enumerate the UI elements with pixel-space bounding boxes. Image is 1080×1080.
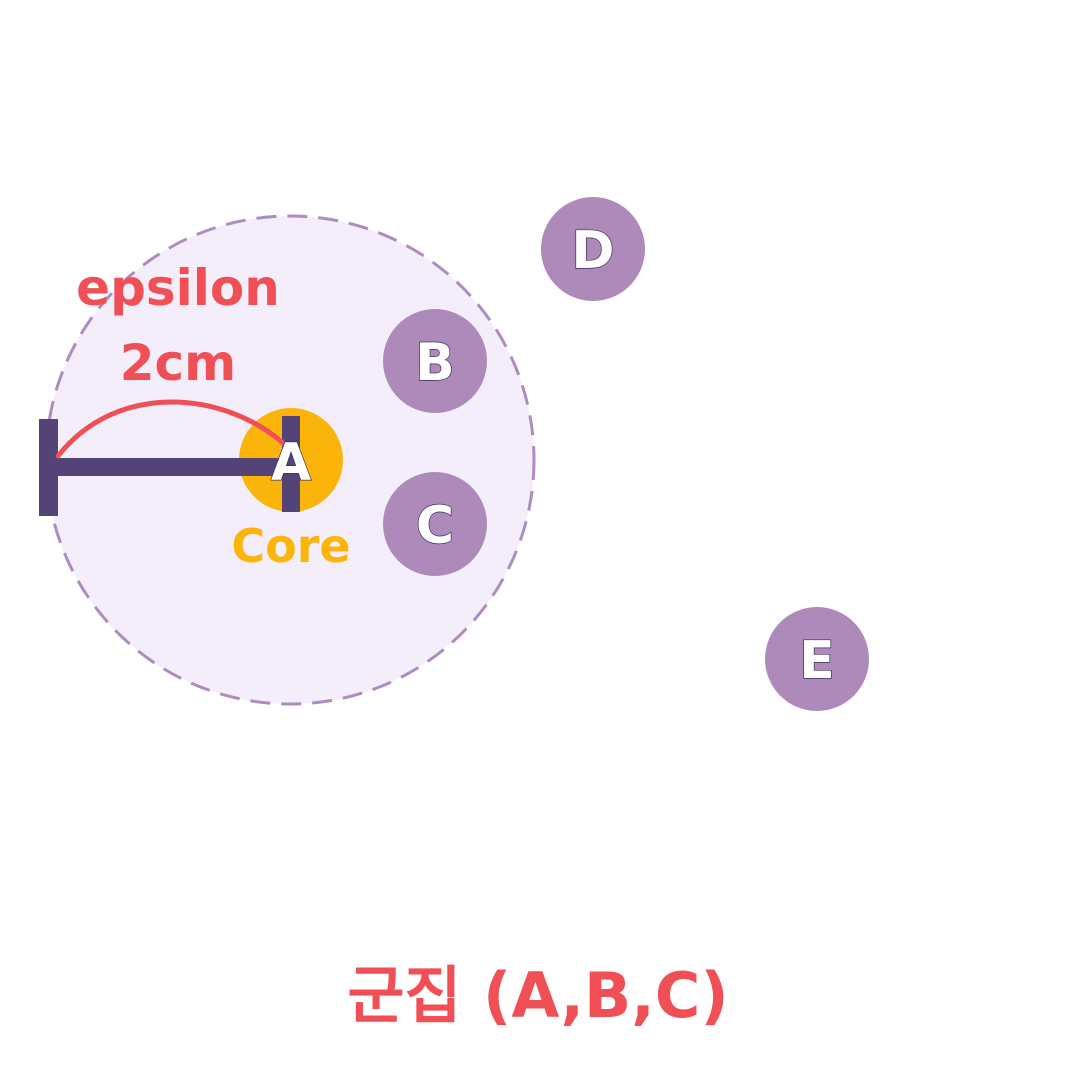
epsilon-arc — [55, 399, 287, 459]
point-b — [383, 309, 487, 413]
radius-bar-center-tick — [282, 416, 300, 512]
point-b-label: B — [415, 333, 455, 393]
epsilon-label: epsilon — [76, 259, 280, 317]
point-c — [383, 472, 487, 576]
point-e-label: E — [799, 631, 835, 691]
radius-bar — [48, 458, 292, 476]
point-a-label: A — [271, 433, 311, 493]
point-c-label: C — [416, 496, 454, 556]
core-label: Core — [231, 519, 350, 573]
cluster-caption: 군집 (A,B,C) — [347, 959, 728, 1032]
point-e — [765, 607, 869, 711]
point-d-label: D — [571, 221, 614, 281]
epsilon-distance: 2cm — [120, 334, 237, 392]
radius-bar-end-cap — [39, 419, 58, 516]
point-d — [541, 197, 645, 301]
